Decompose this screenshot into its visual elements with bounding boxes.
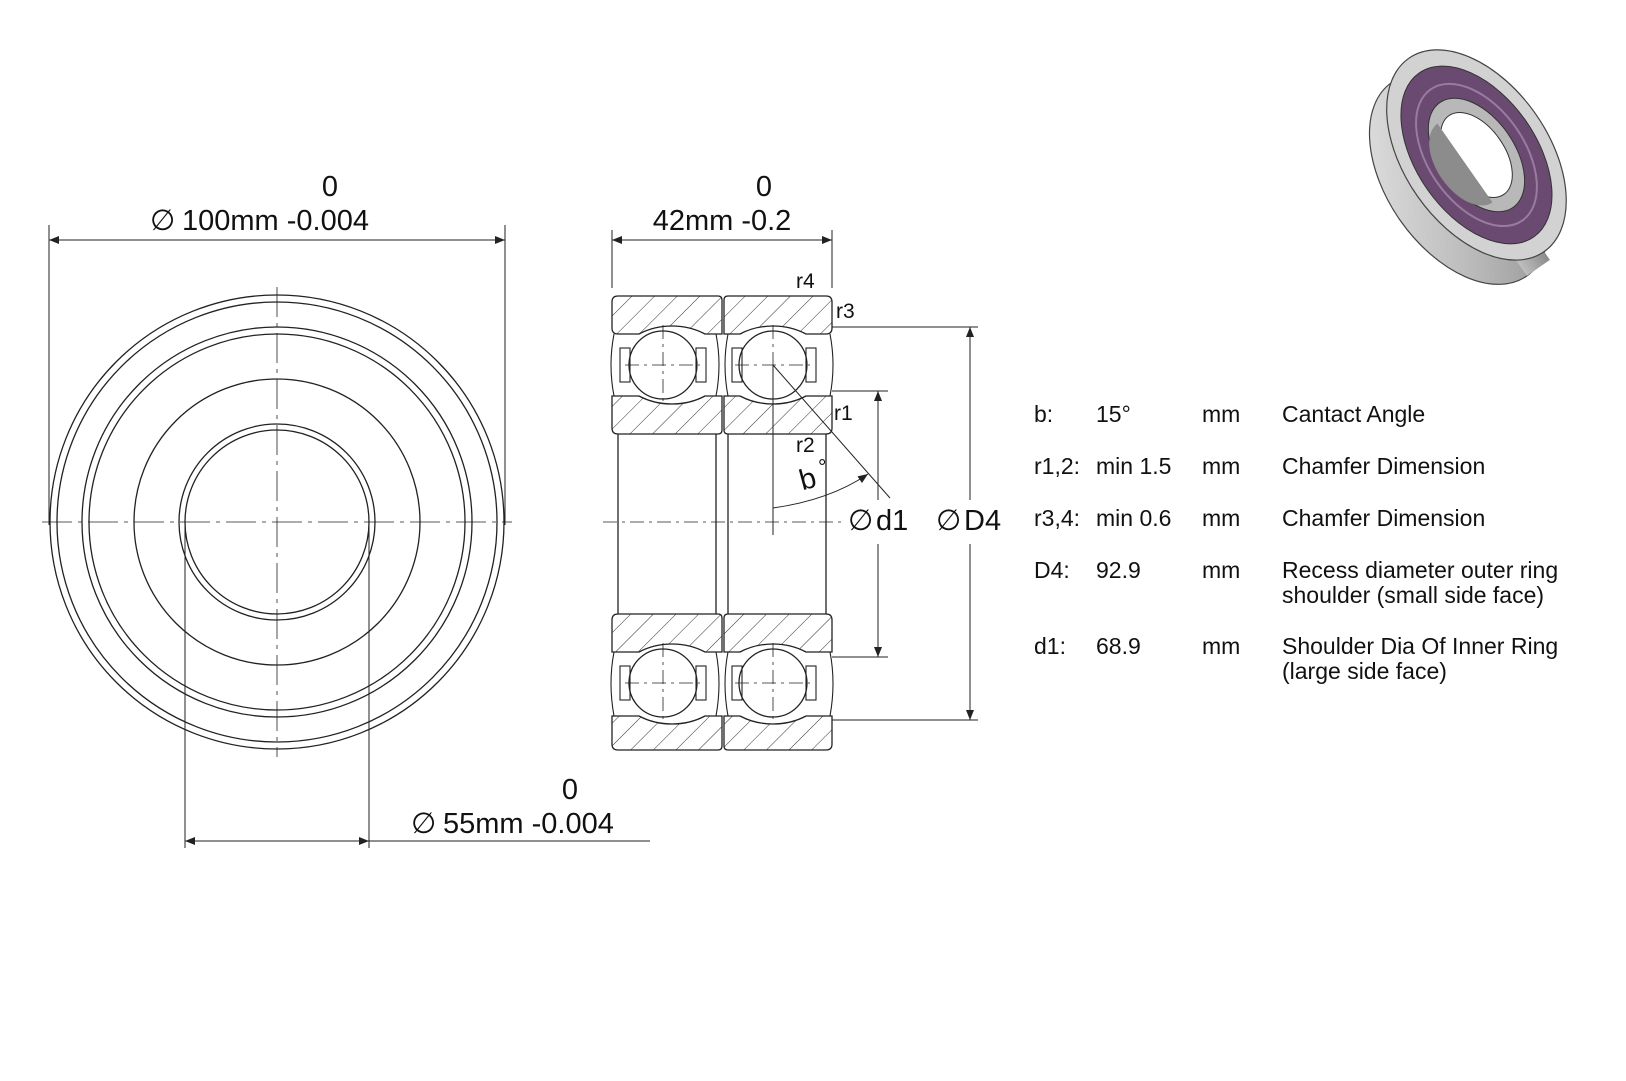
- label-degree: °: [818, 456, 826, 479]
- bore-diameter-symbol: ∅: [411, 808, 436, 840]
- width-upper-tol: 0: [756, 171, 772, 203]
- outer-diameter-dimension: [48, 225, 506, 525]
- label-b: b: [796, 462, 820, 497]
- label-r3: r3: [836, 300, 855, 323]
- spec-desc: Recess diameter outer ring: [1282, 557, 1559, 583]
- spec-row-D4: D4: 92.9 mm Recess diameter outer ring s…: [1034, 558, 1624, 634]
- top-right-outer-ring: [723, 295, 833, 335]
- spec-unit: mm: [1202, 453, 1241, 479]
- d1-dimension: [832, 390, 888, 658]
- spec-table: b: 15° mm Cantact Angle r1,2: min 1.5 mm…: [1034, 402, 1624, 710]
- spec-value: min 1.5: [1096, 453, 1172, 479]
- spec-value: 92.9: [1096, 557, 1141, 583]
- bottom-left-inner-ring: [611, 613, 723, 653]
- spec-key: r1,2:: [1034, 453, 1081, 479]
- D4-dimension: [832, 326, 978, 721]
- bore-diameter-upper-tol: 0: [562, 774, 578, 806]
- spec-row-chamfer-r12: r1,2: min 1.5 mm Chamfer Dimension: [1034, 454, 1624, 506]
- spec-desc-line2: (large side face): [1282, 658, 1447, 684]
- front-view: [42, 287, 512, 757]
- spec-key: b:: [1034, 401, 1054, 427]
- top-left-outer-ring: [611, 295, 723, 335]
- bottom-left-outer-ring: [611, 715, 723, 751]
- d1-label: d1: [876, 505, 908, 537]
- bearing-3d-view: [1368, 49, 1567, 285]
- outer-diameter-label: 100mm -0.004: [182, 205, 369, 237]
- spec-key: D4:: [1034, 557, 1070, 583]
- bore-diameter-dimension: [184, 522, 650, 848]
- D4-label: D4: [964, 505, 1001, 537]
- spec-unit: mm: [1202, 505, 1241, 531]
- bore-diameter-label: 55mm -0.004: [443, 808, 614, 840]
- spec-unit: mm: [1202, 557, 1241, 583]
- outer-diameter-upper-tol: 0: [322, 171, 338, 203]
- spec-row-d1: d1: 68.9 mm Shoulder Dia Of Inner Ring (…: [1034, 634, 1624, 710]
- d1-symbol: ∅: [848, 505, 873, 537]
- spec-desc: Chamfer Dimension: [1282, 505, 1486, 531]
- spec-desc: Cantact Angle: [1282, 401, 1426, 427]
- width-dimension: [611, 230, 833, 288]
- label-r2: r2: [796, 434, 815, 457]
- cross-section: [603, 295, 891, 751]
- bottom-right-inner-ring: [723, 613, 833, 653]
- spec-row-contact-angle: b: 15° mm Cantact Angle: [1034, 402, 1624, 454]
- spec-key: r3,4:: [1034, 505, 1081, 531]
- spec-desc: Shoulder Dia Of Inner Ring: [1282, 633, 1559, 659]
- bearing-3d-seal-ring: [1415, 82, 1538, 228]
- label-r1: r1: [834, 402, 853, 425]
- spec-row-chamfer-r34: r3,4: min 0.6 mm Chamfer Dimension: [1034, 506, 1624, 558]
- width-label: 42mm -0.2: [653, 205, 792, 237]
- bottom-right-outer-ring: [723, 715, 833, 751]
- spec-unit: mm: [1202, 633, 1241, 659]
- top-left-inner-ring: [611, 395, 723, 435]
- spec-desc-line2: shoulder (small side face): [1282, 582, 1545, 608]
- outer-diameter-symbol: ∅: [150, 205, 175, 237]
- D4-symbol: ∅: [936, 505, 961, 537]
- label-r4: r4: [796, 270, 815, 293]
- spec-desc: Chamfer Dimension: [1282, 453, 1486, 479]
- seals-and-cages: [610, 333, 834, 717]
- spec-value: min 0.6: [1096, 505, 1172, 531]
- spec-key: d1:: [1034, 633, 1066, 659]
- spec-value: 15°: [1096, 401, 1131, 427]
- spec-value: 68.9: [1096, 633, 1141, 659]
- top-right-inner-ring: [723, 395, 833, 435]
- spec-unit: mm: [1202, 401, 1241, 427]
